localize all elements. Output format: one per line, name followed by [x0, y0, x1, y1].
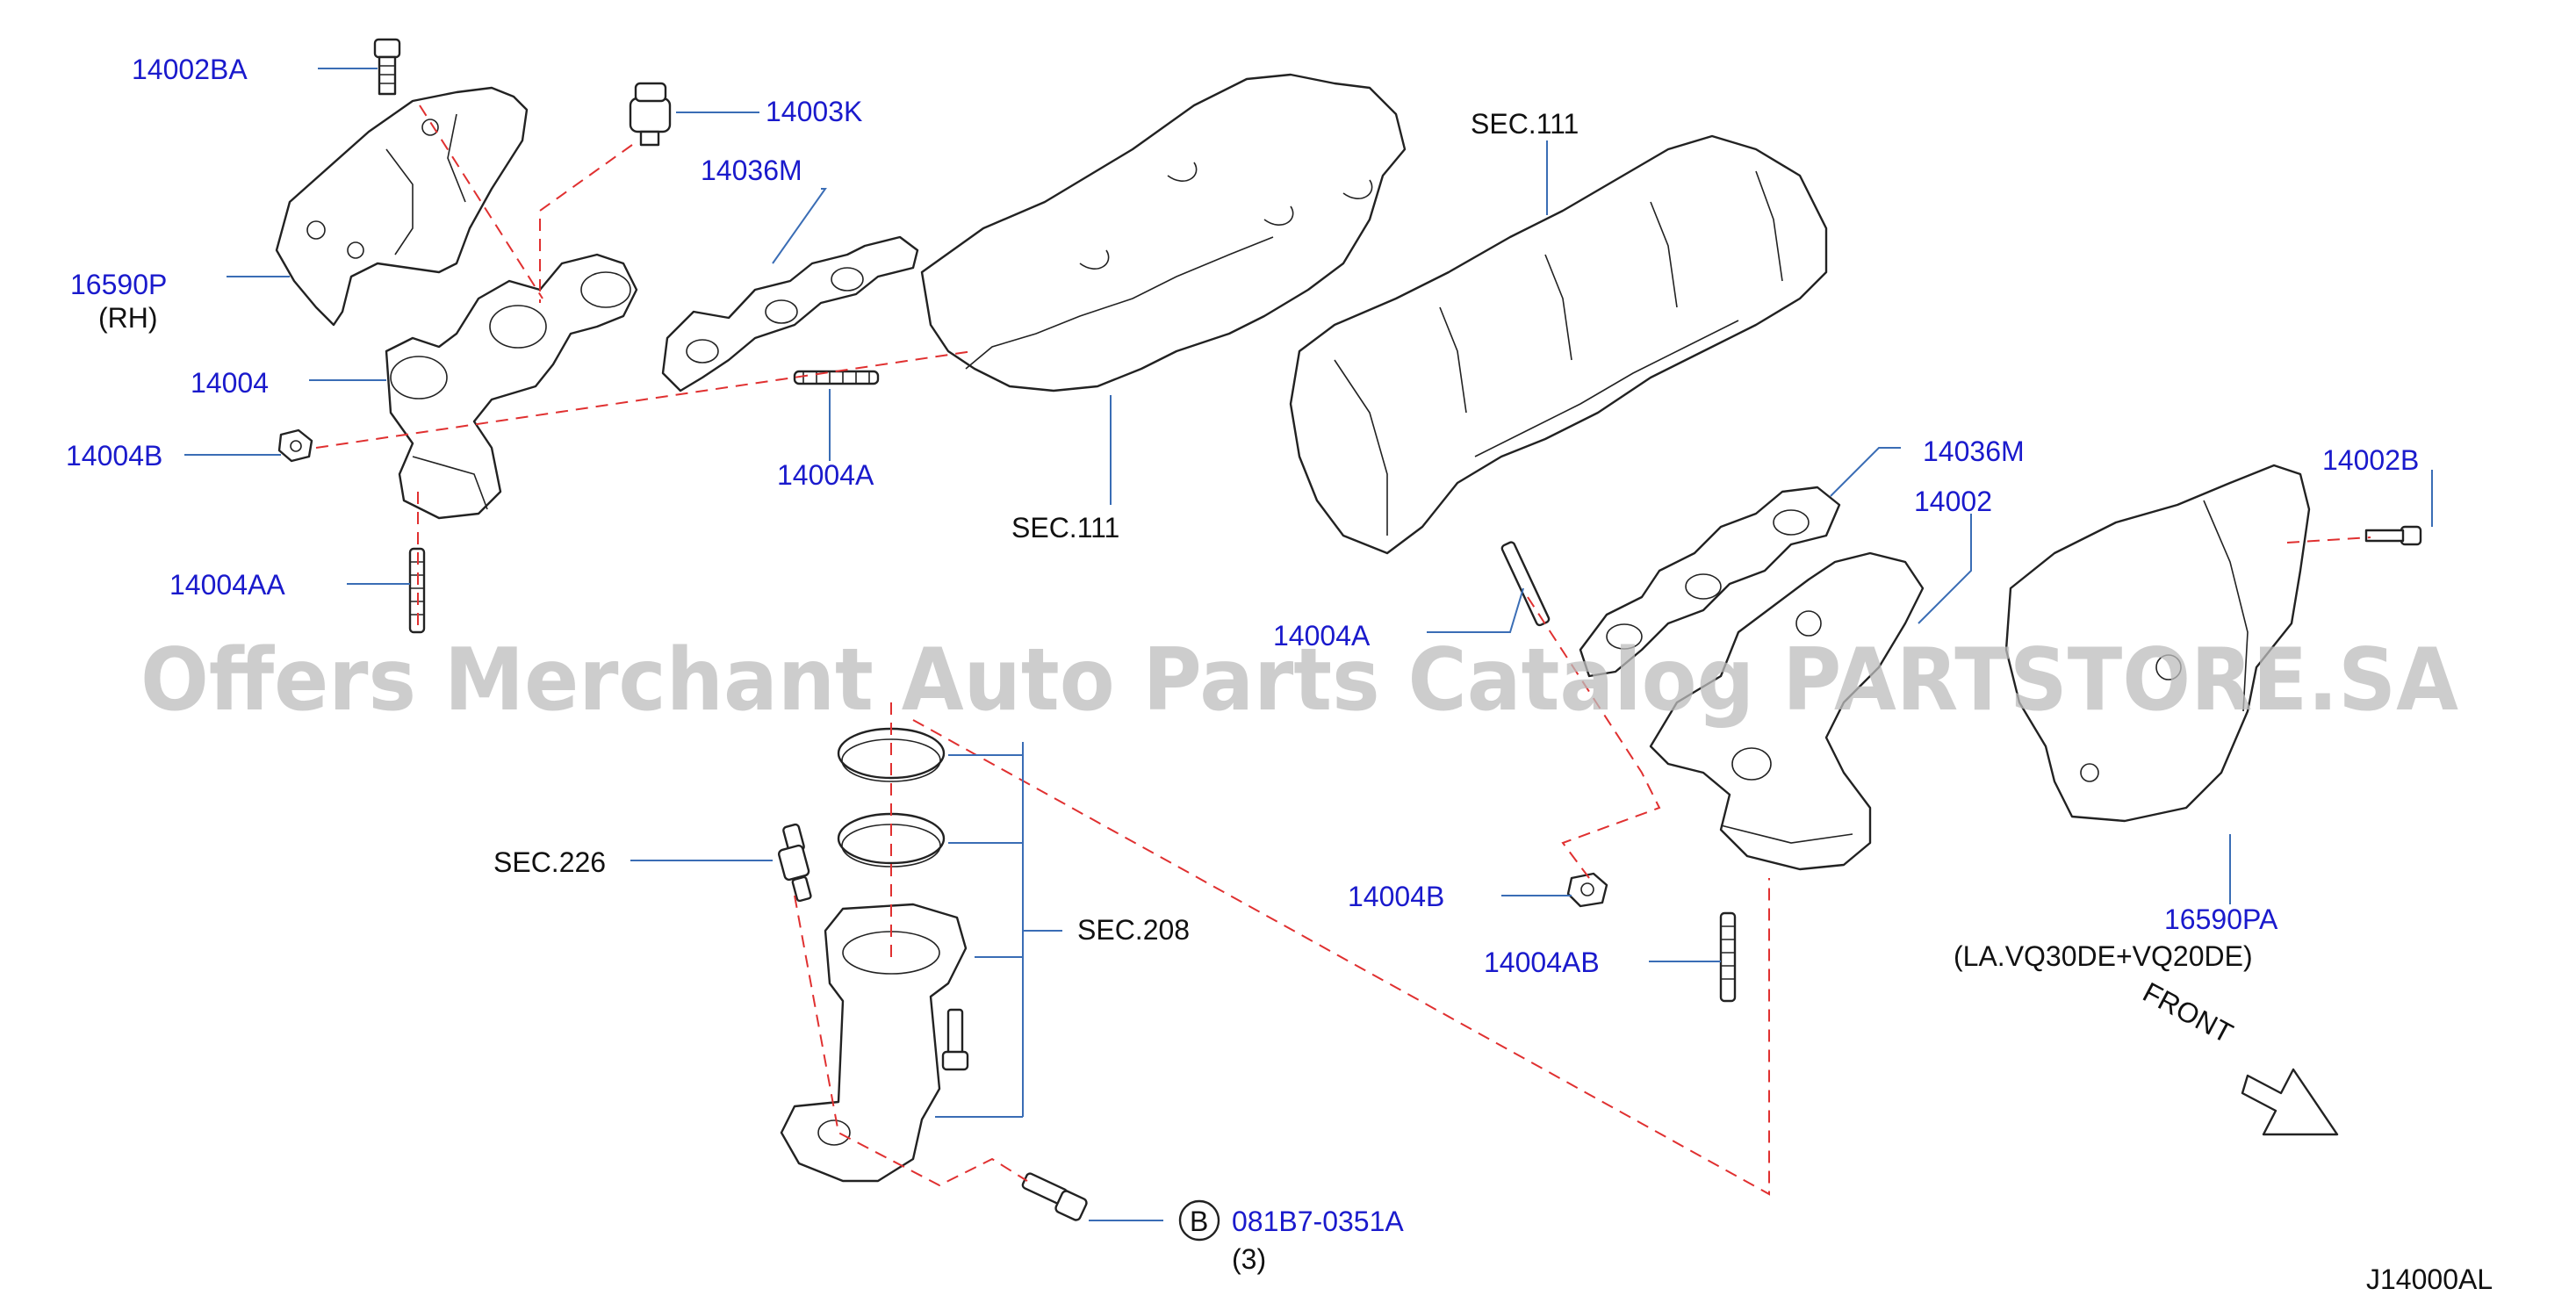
- heat-insulator-16590P-drawing: [275, 86, 529, 327]
- sensor-14003K-drawing: [629, 82, 672, 147]
- label-14004B-left: 14004B: [66, 440, 162, 472]
- label-16590P: 16590P: [70, 269, 167, 300]
- label-14004AA: 14004AA: [169, 569, 285, 601]
- stud-14004A-left-drawing: [793, 370, 880, 385]
- label-14004: 14004: [191, 367, 269, 399]
- label-14003K: 14003K: [766, 96, 862, 127]
- label-16590P-note: (RH): [98, 302, 158, 334]
- cylinder-head-right-drawing: [1289, 134, 1828, 555]
- nut-14004B-right-drawing: [1566, 872, 1608, 908]
- label-sec226: SEC.226: [493, 846, 606, 878]
- label-14036M-right: 14036M: [1923, 436, 2025, 467]
- exhaust-manifold-14002-drawing: [1649, 551, 1925, 871]
- front-arrow-icon: [2241, 1068, 2339, 1136]
- label-14036M-left: 14036M: [701, 155, 802, 186]
- stud-14004A-right-drawing: [1500, 541, 1551, 627]
- watermark-text: Offers Merchant Auto Parts Catalog PARTS…: [140, 630, 2458, 731]
- bolt-14002B-drawing: [2364, 525, 2422, 546]
- label-14004AB: 14004AB: [1484, 947, 1600, 978]
- label-14004A-right: 14004A: [1273, 620, 1371, 652]
- label-081B7-0351A: 081B7-0351A: [1232, 1206, 1404, 1237]
- oxygen-sensor-drawing: [778, 823, 812, 903]
- leader-lines: [184, 68, 2433, 1221]
- heat-insulator-16590PA-drawing: [2004, 464, 2311, 823]
- gasket-14036M-right-drawing: [1579, 486, 1841, 678]
- bolt-symbol-b: B: [1190, 1206, 1208, 1237]
- cylinder-head-left-drawing: [920, 73, 1407, 392]
- gasket-14036M-left-drawing: [661, 235, 919, 392]
- alignment-dashed-lines: [315, 104, 2371, 1196]
- label-16590PA: 16590PA: [2164, 903, 2278, 935]
- label-sec111-mid: SEC.111: [1011, 512, 1119, 544]
- label-sec111-top: SEC.111: [1471, 108, 1579, 140]
- label-14002: 14002: [1914, 486, 1992, 517]
- label-front: FRONT: [2138, 976, 2238, 1050]
- label-sec208: SEC.208: [1077, 914, 1190, 946]
- label-14004B-right: 14004B: [1348, 881, 1444, 912]
- nut-14004B-left-drawing: [277, 428, 313, 463]
- diagram-code: J14000AL: [2366, 1263, 2493, 1295]
- stud-14004AB-drawing: [1719, 911, 1737, 1003]
- label-14002B: 14002B: [2322, 444, 2419, 476]
- label-16590PA-note: (LA.VQ30DE+VQ20DE): [1954, 940, 2253, 972]
- label-14004A-left: 14004A: [777, 459, 874, 491]
- label-bolt-quantity: (3): [1232, 1243, 1266, 1275]
- exhaust-manifold-14004-drawing: [385, 253, 638, 520]
- catalytic-converter-drawing: [780, 903, 969, 1183]
- label-14002BA: 14002BA: [132, 54, 248, 85]
- bolt-081B7-0351A-drawing: [1021, 1172, 1088, 1221]
- bolt-callout-081B7-0351A: B 081B7-0351A (3): [1178, 1199, 1404, 1275]
- bolt-14002BA-drawing: [373, 38, 401, 96]
